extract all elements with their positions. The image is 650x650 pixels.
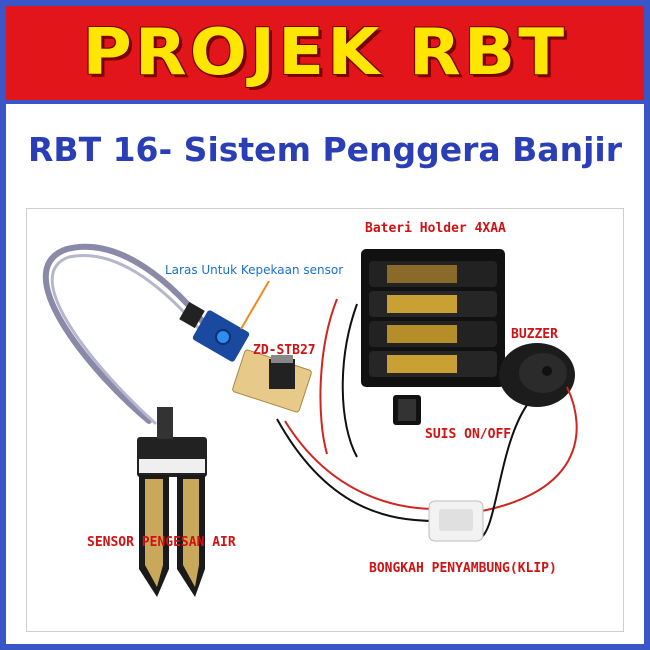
battery-holder-label: Bateri Holder 4XAA [365,221,506,236]
connector-clip [428,500,484,542]
buzzer-label: BUZZER [511,327,558,342]
banner-title: PROJEK RBT [82,16,568,90]
regulator-label: ZD-STB27 [253,343,316,358]
sensor-cable [42,243,215,424]
clip-label: BONGKAH PENYAMBUNG(KLIP) [369,561,557,576]
circuit-photo: Bateri Holder 4XAA Laras Untuk Kepekaan … [26,208,624,632]
black-wire-clip [276,418,438,522]
pot-pointer-line [240,280,270,330]
black-wire-main [341,303,358,458]
pot-label: Laras Untuk Kepekaan sensor [165,263,344,277]
rocker-switch [393,395,421,425]
buzzer-wire-red [456,386,578,516]
red-wire-main [319,298,338,455]
moisture-sensor-probe [137,407,207,597]
red-wire-clip [284,420,438,510]
sensor-label: SENSOR PENGESAN AIR [87,535,236,550]
regulator-board [232,349,312,413]
buzzer [499,343,575,407]
switch-label: SUIS ON/OFF [425,427,512,442]
page-subtitle: RBT 16- Sistem Penggera Banjir [28,130,622,169]
circuit-illustration [42,243,578,597]
buzzer-wire-black [476,404,528,540]
battery-holder [361,249,505,387]
sensor-control-module [179,301,250,362]
title-banner: PROJEK RBT [6,6,644,104]
sensor-cable-inner [50,254,209,425]
